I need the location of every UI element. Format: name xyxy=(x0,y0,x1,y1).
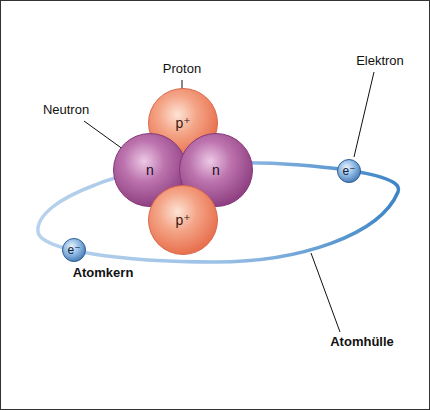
proton-sphere-shape xyxy=(149,186,218,255)
electron-sphere-shape xyxy=(338,160,361,183)
particle-symbol: p⁺ xyxy=(175,116,190,130)
leader-line xyxy=(311,253,340,332)
electron-sphere-shape xyxy=(63,239,86,262)
part-label: Elektron xyxy=(354,54,406,69)
part-label: Neutron xyxy=(41,103,91,118)
particle-symbol: e⁻ xyxy=(67,244,80,256)
part-label: Proton xyxy=(161,62,203,77)
particle-symbol: n xyxy=(212,163,220,177)
electron-sphere: e⁻ xyxy=(62,238,86,262)
particle-symbol: n xyxy=(146,163,154,177)
region-label: Atomhülle xyxy=(328,335,396,350)
particle-symbol: p⁺ xyxy=(175,213,190,227)
proton-sphere: p⁺ xyxy=(148,185,218,255)
region-label: Atomkern xyxy=(71,266,136,281)
leader-line xyxy=(354,72,374,157)
electron-sphere: e⁻ xyxy=(337,159,361,183)
particle-symbol: e⁻ xyxy=(342,165,355,177)
